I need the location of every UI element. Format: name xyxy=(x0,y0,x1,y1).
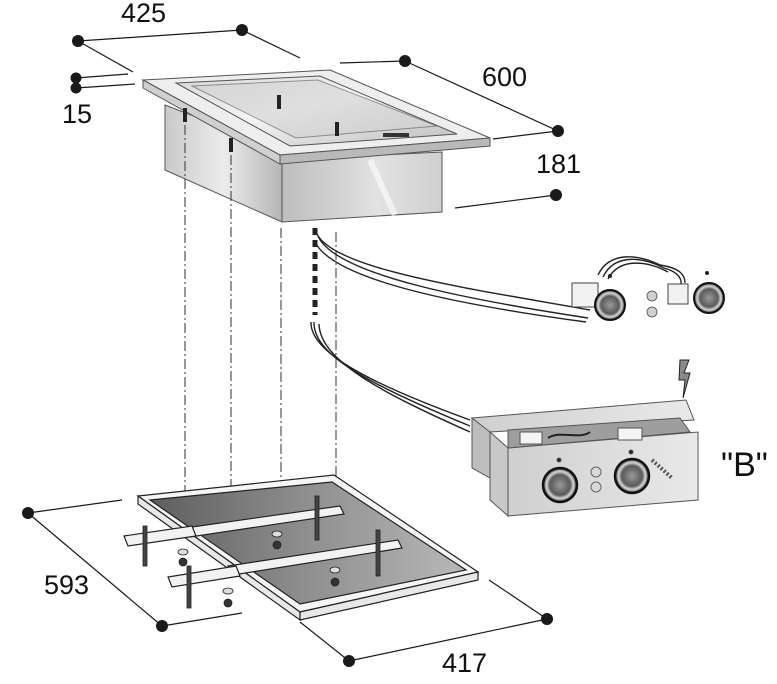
washer-icon xyxy=(271,530,283,538)
control-box xyxy=(470,399,699,518)
connector-block xyxy=(571,282,599,308)
alignment-lines xyxy=(184,125,337,510)
cables xyxy=(310,231,686,433)
dimension-dot xyxy=(552,125,564,137)
dimension-endpoints xyxy=(22,24,564,667)
indicator-light-icon xyxy=(590,481,602,493)
well-unit xyxy=(141,69,491,223)
control-knob-icon xyxy=(594,289,626,321)
nut-icon xyxy=(223,598,233,608)
washer-icon xyxy=(222,587,234,595)
bolt-icon xyxy=(186,565,192,609)
mounting-frame xyxy=(123,474,480,622)
nut-icon xyxy=(178,557,188,567)
dimension-dot xyxy=(70,82,82,94)
bolt-icon xyxy=(375,529,381,577)
control-knob-icon xyxy=(693,282,725,314)
indicator-dot xyxy=(608,274,612,278)
dimension-dot xyxy=(70,72,82,84)
indicator-dot xyxy=(705,271,709,275)
washer-icon xyxy=(329,566,341,574)
mounting-hardware xyxy=(142,495,381,609)
well-studs xyxy=(183,95,339,152)
bolt-icon xyxy=(314,495,320,541)
dimension-label-length: 600 xyxy=(482,62,528,92)
nut-icon xyxy=(272,540,282,550)
control-knobs xyxy=(571,271,725,321)
dimension-dot xyxy=(236,24,248,36)
indicator-light-icon xyxy=(646,306,658,318)
dimension-label-height: 181 xyxy=(536,149,582,179)
dimension-dot xyxy=(399,55,411,67)
stud-icon xyxy=(229,138,233,152)
dimension-label-cutout-length: 593 xyxy=(44,570,90,600)
dimension-label-width: 425 xyxy=(121,0,167,28)
dimension-dot xyxy=(22,507,34,519)
dimension-dot xyxy=(541,613,553,625)
stud-icon xyxy=(277,95,281,109)
nut-icon xyxy=(330,577,340,587)
control-knob-icon xyxy=(613,457,651,495)
dimension-dot xyxy=(156,620,168,632)
indicator-light-icon xyxy=(646,290,658,302)
dimension-label-cutout-width: 417 xyxy=(442,648,488,678)
washer-icon xyxy=(177,548,189,556)
connector-block xyxy=(667,283,689,305)
stud-icon xyxy=(335,122,339,136)
bolt-icon xyxy=(142,525,148,567)
electrical-hazard-icon xyxy=(678,359,691,399)
dimension-lines xyxy=(27,29,559,662)
dimension-dot xyxy=(550,189,562,201)
dimension-dot xyxy=(343,655,355,667)
control-knob-icon xyxy=(541,466,579,504)
stud-icon xyxy=(183,108,187,122)
callout-label-b: "B" xyxy=(721,446,768,484)
indicator-light-icon xyxy=(590,466,602,478)
dimension-dot xyxy=(72,35,84,47)
dimension-label-rim: 15 xyxy=(62,99,93,129)
